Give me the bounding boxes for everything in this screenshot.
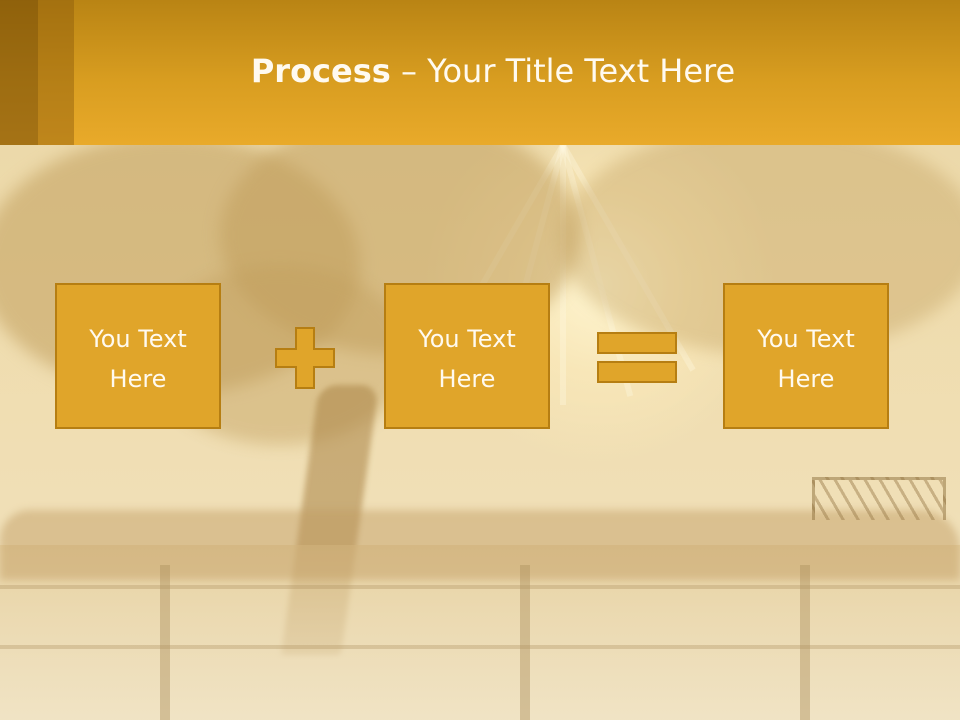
plus-icon — [275, 327, 335, 389]
title-bar — [0, 0, 960, 145]
header-accent-bar — [0, 0, 38, 145]
process-box-1-label: You Text Here — [89, 325, 187, 393]
process-box-2[interactable]: You Text Here — [384, 283, 550, 429]
title-bold: Process — [250, 52, 391, 90]
equals-icon — [597, 332, 677, 383]
process-box-3-label: You Text Here — [757, 325, 855, 393]
slide-title[interactable]: Process – Your Title Text Here — [0, 52, 960, 90]
title-rest: – Your Title Text Here — [390, 52, 736, 90]
process-box-2-label: You Text Here — [418, 325, 516, 393]
process-box-1[interactable]: You Text Here — [55, 283, 221, 429]
background-photo — [0, 145, 960, 720]
header-accent-bar — [38, 0, 74, 145]
process-box-3[interactable]: You Text Here — [723, 283, 889, 429]
